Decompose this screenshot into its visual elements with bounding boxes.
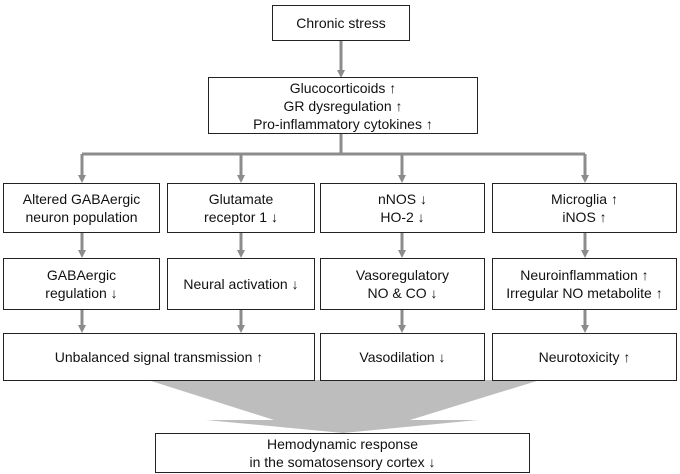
causes-line: Pro-inflammatory cytokines ↑ <box>253 115 433 132</box>
box-line: regulation ↓ <box>45 285 118 301</box>
neural-activation-box: Neural activation ↓ <box>167 258 315 310</box>
box-line: in the somatosensory cortex ↓ <box>249 454 436 470</box>
gabaergic-regulation-box: GABAergic regulation ↓ <box>3 258 160 310</box>
chronic-stress-box: Chronic stress <box>272 5 410 41</box>
box-line: nNOS ↓ <box>377 191 427 207</box>
chronic-stress-label: Chronic stress <box>296 15 386 31</box>
glutamate-receptor-box: Glutamate receptor 1 ↓ <box>167 183 315 233</box>
box-line: Vasoregulatory <box>355 267 450 283</box>
hemodynamic-response-box: Hemodynamic response in the somatosensor… <box>155 433 530 473</box>
box-line: Hemodynamic response <box>267 436 418 452</box>
causes-line: GR dysregulation ↑ <box>283 97 403 114</box>
box-line: HO-2 ↓ <box>380 209 425 225</box>
box-line: Neurotoxicity ↑ <box>538 349 631 365</box>
gabaergic-population-box: Altered GABAergic neuron population <box>3 183 160 233</box>
causes-line: Glucocorticoids ↑ <box>289 79 397 96</box>
box-line: NO & CO ↓ <box>367 285 438 301</box>
causes-box: Glucocorticoids ↑ GR dysregulation ↑ Pro… <box>208 77 478 134</box>
unbalanced-signal-box: Unbalanced signal transmission ↑ <box>3 333 315 381</box>
box-line: Altered GABAergic <box>22 191 141 207</box>
box-line: Glutamate <box>208 191 274 207</box>
box-line: Vasodilation ↓ <box>359 349 446 365</box>
neurotoxicity-box: Neurotoxicity ↑ <box>492 333 677 381</box>
neuroinflammation-box: Neuroinflammation ↑ Irregular NO metabol… <box>492 258 677 310</box>
funnel-arrow <box>148 380 540 433</box>
box-line: Irregular NO metabolite ↑ <box>506 285 663 301</box>
box-line: Neuroinflammation ↑ <box>520 267 649 283</box>
microglia-inos-box: Microglia ↑ iNOS ↑ <box>492 183 677 233</box>
box-line: Neural activation ↓ <box>183 276 299 292</box>
vasodilation-box: Vasodilation ↓ <box>320 333 485 381</box>
box-line: iNOS ↑ <box>562 209 607 225</box>
box-line: GABAergic <box>46 267 117 283</box>
box-line: Unbalanced signal transmission ↑ <box>54 349 264 365</box>
box-line: receptor 1 ↓ <box>204 209 278 225</box>
box-line: neuron population <box>25 209 138 225</box>
nnos-ho2-box: nNOS ↓ HO-2 ↓ <box>320 183 485 233</box>
box-line: Microglia ↑ <box>551 191 618 207</box>
vasoregulatory-box: Vasoregulatory NO & CO ↓ <box>320 258 485 310</box>
